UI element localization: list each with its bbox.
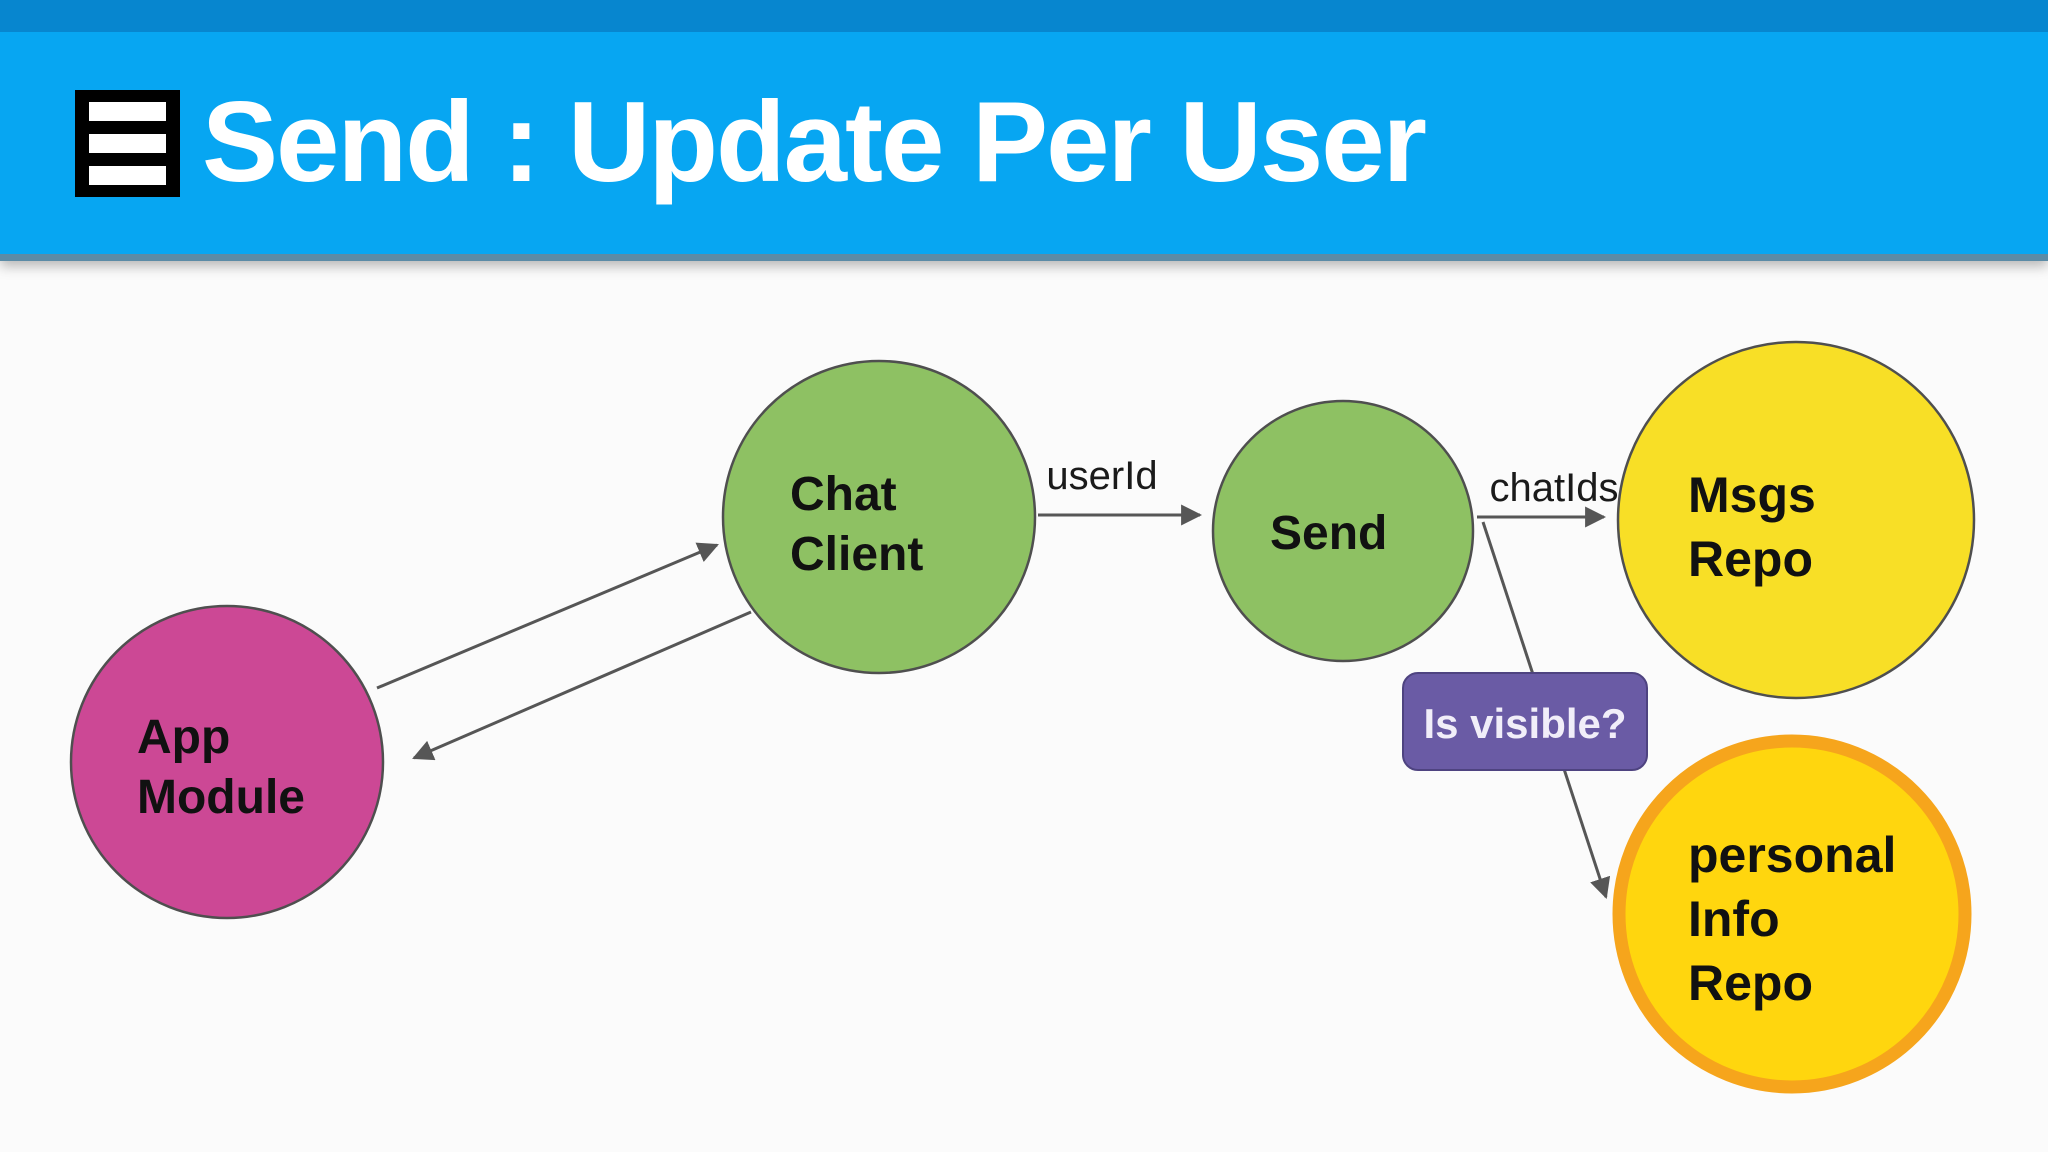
node-send-label: Send bbox=[1270, 507, 1387, 560]
node-personal-info-repo: personal Info Repo bbox=[1612, 734, 1972, 1094]
node-app-module-label: Module bbox=[137, 771, 305, 824]
edge-app-module-to-chat-client bbox=[376, 542, 719, 690]
app-header: Send : Update Per User bbox=[0, 0, 2048, 261]
node-personal-info-repo-label: Repo bbox=[1688, 955, 1813, 1011]
node-msgs-repo-circle bbox=[1616, 340, 1976, 700]
node-app-module-label: App bbox=[137, 711, 230, 764]
node-msgs-repo-label: Msgs bbox=[1688, 467, 1816, 523]
node-send-circle bbox=[1211, 399, 1475, 663]
edge-chat-client-to-app-module bbox=[412, 610, 752, 761]
node-chat-client-label: Chat bbox=[790, 468, 897, 521]
node-chat-client-label: Client bbox=[790, 528, 923, 581]
annotation-is-visible-box bbox=[1402, 672, 1648, 771]
node-personal-info-repo-label: personal bbox=[1688, 827, 1896, 883]
node-app-module-circle bbox=[69, 604, 385, 920]
annotation-is-visible: Is visible? bbox=[1402, 672, 1648, 771]
status-bar bbox=[0, 0, 2048, 32]
hamburger-menu-icon[interactable] bbox=[75, 89, 180, 197]
hamburger-bar bbox=[89, 133, 166, 153]
node-msgs-repo-label: Repo bbox=[1688, 531, 1813, 587]
app-bar: Send : Update Per User bbox=[0, 32, 2048, 254]
page-title: Send : Update Per User bbox=[202, 79, 1427, 206]
edge-label-userid: userId bbox=[1046, 454, 1157, 498]
node-chat-client: Chat Client bbox=[721, 359, 1037, 675]
edge-label-chatids: chatIds bbox=[1490, 466, 1619, 510]
node-send: Send bbox=[1211, 399, 1475, 663]
node-chat-client-circle bbox=[721, 359, 1037, 675]
node-msgs-repo: Msgs Repo bbox=[1616, 340, 1976, 700]
node-personal-info-repo-circle bbox=[1612, 734, 1972, 1094]
node-personal-info-repo-label: Info bbox=[1688, 891, 1780, 947]
annotation-is-visible-label: Is visible? bbox=[1423, 700, 1626, 747]
hamburger-bar bbox=[89, 165, 166, 185]
node-app-module: App Module bbox=[69, 604, 385, 920]
hamburger-bar bbox=[89, 101, 166, 121]
